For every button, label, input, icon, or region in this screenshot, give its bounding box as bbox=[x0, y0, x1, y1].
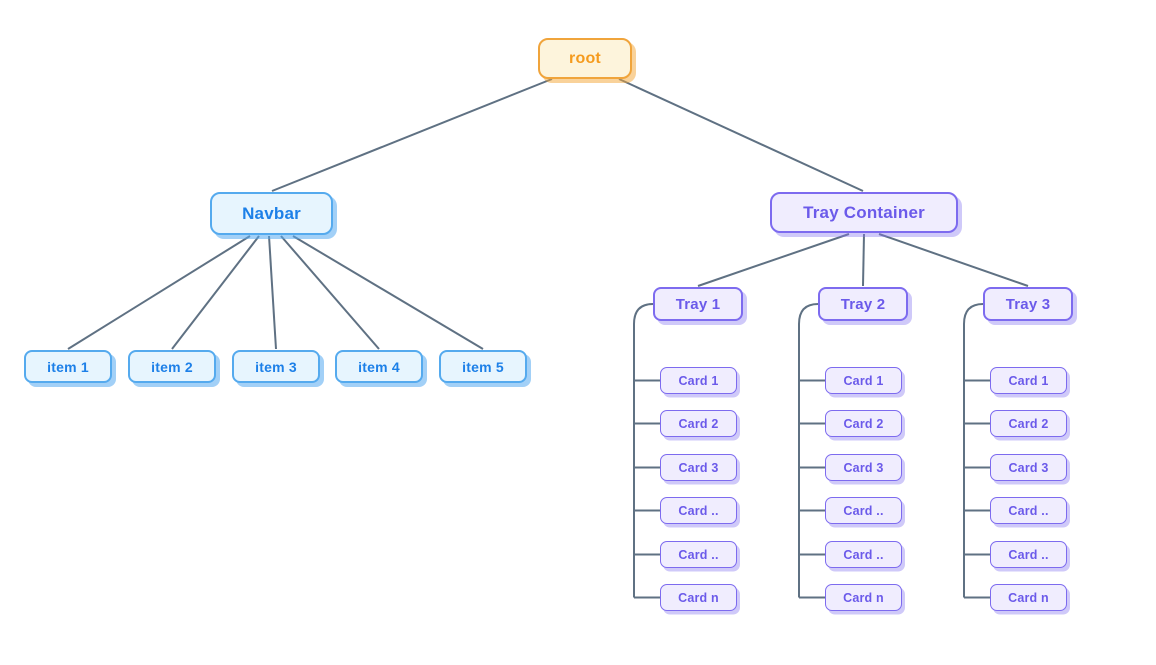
node-navbar-item5: item 5 bbox=[439, 350, 527, 383]
node-root: root bbox=[538, 38, 632, 79]
edge-navbar-item2 bbox=[171, 235, 260, 350]
node-tray1-card3: Card 3 bbox=[660, 454, 737, 481]
node-tray2: Tray 2 bbox=[818, 287, 908, 321]
node-tray2-card3: Card 3 bbox=[825, 454, 902, 481]
node-navbar-item4: item 4 bbox=[335, 350, 423, 383]
edge-traycontainer-tray3 bbox=[878, 233, 1029, 287]
edge-traycontainer-tray1 bbox=[697, 233, 850, 287]
node-tray2-card5: Card .. bbox=[825, 541, 902, 568]
edge-navbar-item1 bbox=[67, 235, 251, 350]
edge-tray2-cards bbox=[798, 303, 825, 599]
node-tray1-card4: Card .. bbox=[660, 497, 737, 524]
node-navbar: Navbar bbox=[210, 192, 333, 235]
edge-root-navbar bbox=[271, 78, 553, 192]
node-tray2-card2: Card 2 bbox=[825, 410, 902, 437]
node-tray1-card1: Card 1 bbox=[660, 367, 737, 394]
node-tray3-card1: Card 1 bbox=[990, 367, 1067, 394]
node-tray3-card4: Card .. bbox=[990, 497, 1067, 524]
node-tray3: Tray 3 bbox=[983, 287, 1073, 321]
edge-navbar-item4 bbox=[280, 235, 380, 350]
node-navbar-item2: item 2 bbox=[128, 350, 216, 383]
node-tray2-card1: Card 1 bbox=[825, 367, 902, 394]
edge-tray3-cards bbox=[963, 303, 990, 599]
node-tray-container: Tray Container bbox=[770, 192, 958, 233]
node-navbar-item3: item 3 bbox=[232, 350, 320, 383]
node-tray1-card5: Card .. bbox=[660, 541, 737, 568]
edge-navbar-item3 bbox=[268, 235, 277, 350]
node-tray1: Tray 1 bbox=[653, 287, 743, 321]
edge-navbar-item5 bbox=[292, 235, 484, 350]
edge-root-tray-container bbox=[618, 78, 864, 192]
node-tray2-card6: Card n bbox=[825, 584, 902, 611]
edge-traycontainer-tray2 bbox=[862, 233, 865, 287]
edge-tray1-cards bbox=[633, 303, 660, 599]
node-navbar-item1: item 1 bbox=[24, 350, 112, 383]
node-tray3-card2: Card 2 bbox=[990, 410, 1067, 437]
node-tray1-card6: Card n bbox=[660, 584, 737, 611]
node-tray3-card6: Card n bbox=[990, 584, 1067, 611]
node-tray3-card3: Card 3 bbox=[990, 454, 1067, 481]
node-tray2-card4: Card .. bbox=[825, 497, 902, 524]
node-tray1-card2: Card 2 bbox=[660, 410, 737, 437]
node-tray3-card5: Card .. bbox=[990, 541, 1067, 568]
